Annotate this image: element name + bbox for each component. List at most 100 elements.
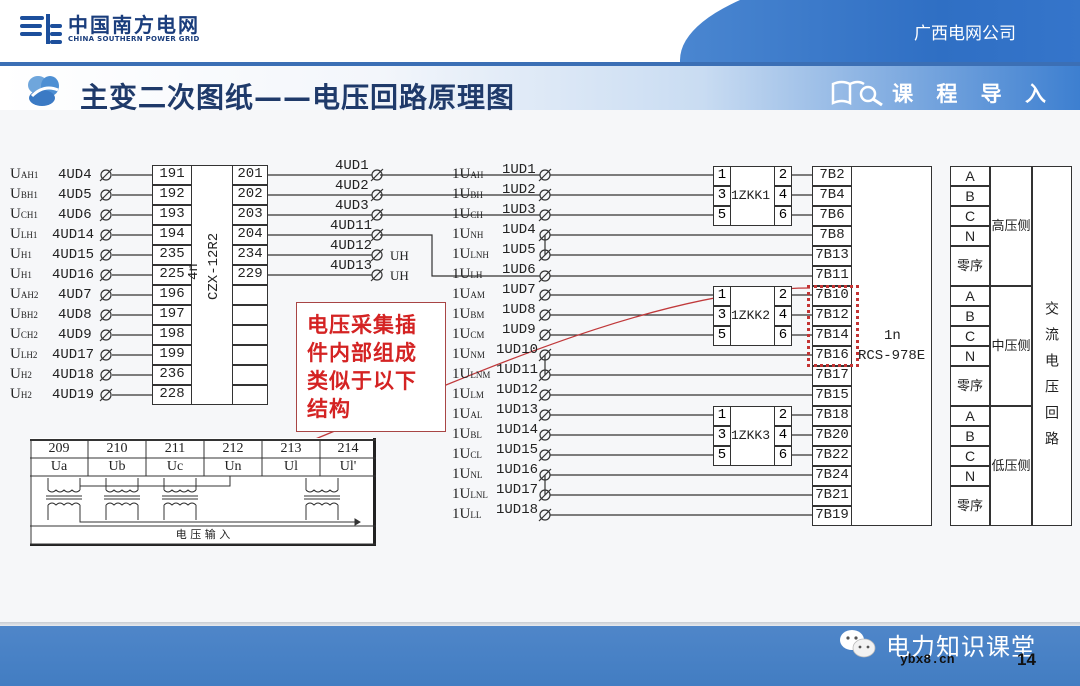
terminal-label: 4UD16	[52, 267, 95, 283]
title-bullet-icon	[28, 76, 59, 106]
pin-cell: 7B22	[812, 446, 852, 466]
pin-cell: 7B17	[812, 366, 852, 386]
inset-signal: Un	[224, 459, 242, 474]
signal-label: UBH2	[10, 306, 38, 322]
pin-cell: 236	[152, 365, 192, 385]
footer-divider	[0, 622, 1080, 626]
breaker-pin: 6	[774, 326, 792, 346]
pin-cell: 228	[152, 385, 192, 405]
breaker-pin: 2	[774, 286, 792, 306]
signal-label: 1UNM	[452, 346, 485, 362]
signal-label: 1ULNL	[452, 486, 488, 502]
breaker-pin: 6	[774, 206, 792, 226]
company-name: 广西电网公司	[914, 24, 1016, 44]
site-watermark: ybx8.cn	[900, 652, 955, 667]
breaker-pin: 2	[774, 406, 792, 426]
pin-cell: 196	[152, 285, 192, 305]
pin-cell: 7B18	[812, 406, 852, 426]
inset-pin: 209	[48, 441, 70, 456]
signal-label: UAH2	[10, 286, 39, 302]
breaker-name: 1ZKK1	[731, 188, 771, 203]
terminal-label: 4UD3	[335, 198, 369, 214]
terminal-label: 1UD12	[496, 382, 539, 398]
breaker-pin: 1	[713, 406, 731, 426]
csg-logo: 中国南方电网 CHINA SOUTHERN POWER GRID	[20, 14, 200, 44]
logo-text-en: CHINA SOUTHERN POWER GRID	[68, 35, 200, 43]
terminal-label: 4UD12	[330, 238, 373, 254]
pin-cell: 197	[152, 305, 192, 325]
terminal-label: 4UD5	[58, 187, 92, 203]
terminal-label: 4UD13	[330, 258, 373, 274]
title-band: 主变二次图纸——电压回路原理图 课 程 导 入	[0, 62, 1080, 114]
pin-cell: 234	[232, 245, 268, 265]
pin-cell: 192	[152, 185, 192, 205]
terminal-label: 4UD8	[58, 307, 92, 323]
pin-cell: 203	[232, 205, 268, 225]
breaker-pin: 4	[774, 306, 792, 326]
terminal-label: 1UD15	[496, 442, 539, 458]
pin-cell: 7B8	[812, 226, 852, 246]
terminal-label: 1UD3	[502, 202, 536, 218]
signal-label: UCH2	[10, 326, 38, 342]
terminal-label: 4UD11	[330, 218, 373, 234]
inset-signal: Uc	[166, 459, 184, 474]
device-1n-model: RCS-978E	[858, 348, 926, 364]
inset-pin: 211	[164, 441, 186, 456]
terminal-label: 4UD4	[58, 167, 92, 183]
phase-cell: 零序	[950, 366, 990, 406]
annotation-note: 电压采集插 件内部组成 类似于以下 结构	[296, 302, 446, 432]
signal-label: ULH2	[10, 346, 38, 362]
pin-cell: 191	[152, 165, 192, 185]
signal-label: UAH1	[10, 166, 39, 182]
section-label: 课 程 导 入	[830, 78, 1054, 108]
wechat-icon	[840, 630, 876, 658]
terminal-label: 1UD9	[502, 322, 536, 338]
phase-cell: N	[950, 466, 990, 486]
signal-label: 1ULNM	[452, 366, 491, 382]
breaker-pin: 3	[713, 306, 731, 326]
breaker-pin: 2	[774, 166, 792, 186]
pin-cell: 7B2	[812, 166, 852, 186]
terminal-label: 1UD11	[496, 362, 539, 378]
inset-pin: 214	[337, 441, 359, 456]
breaker-pin: 3	[713, 426, 731, 446]
terminal-label: 1UD17	[496, 482, 539, 498]
breaker-pin: 5	[713, 446, 731, 466]
phase-cell: A	[950, 406, 990, 426]
terminal-label: 4UD19	[52, 387, 95, 403]
signal-label: 1UAH	[452, 166, 484, 182]
terminal-label: 1UD2	[502, 182, 536, 198]
pin-cell: 198	[152, 325, 192, 345]
phase-cell: B	[950, 306, 990, 326]
pin-cell	[232, 325, 268, 345]
signal-label: 1UNL	[452, 466, 483, 482]
terminal-label: 4UD18	[52, 367, 95, 383]
signal-label: UH2	[10, 366, 32, 382]
breaker-name: 1ZKK3	[731, 428, 771, 443]
signal-label: UCH1	[10, 206, 38, 222]
phase-cell: C	[950, 206, 990, 226]
signal-label: 1ULH	[452, 266, 483, 282]
breaker-pin: 1	[713, 286, 731, 306]
terminal-label: 1UD7	[502, 282, 536, 298]
signal-label: ULH1	[10, 226, 38, 242]
pin-cell: 225	[152, 265, 192, 285]
phase-cell: N	[950, 226, 990, 246]
phase-cell: B	[950, 426, 990, 446]
note-line: 结构	[307, 397, 351, 421]
phase-cell: 零序	[950, 486, 990, 526]
pin-cell: 7B16	[812, 346, 852, 366]
highlight-dotted-box	[807, 285, 859, 367]
pin-cell: 7B15	[812, 386, 852, 406]
terminal-label: 1UD6	[502, 262, 536, 278]
signal-label: UBH1	[10, 186, 38, 202]
note-line: 件内部组成	[307, 341, 417, 365]
terminal-label: 1UD5	[502, 242, 536, 258]
terminal-label: 1UD14	[496, 422, 539, 438]
pin-cell: 229	[232, 265, 268, 285]
channel-name: 电力知识课堂	[886, 633, 1036, 661]
signal-label: 1UBM	[452, 306, 485, 322]
pin-cell: 7B4	[812, 186, 852, 206]
pin-cell: 7B13	[812, 246, 852, 266]
signal-label: 1UAL	[452, 406, 483, 422]
